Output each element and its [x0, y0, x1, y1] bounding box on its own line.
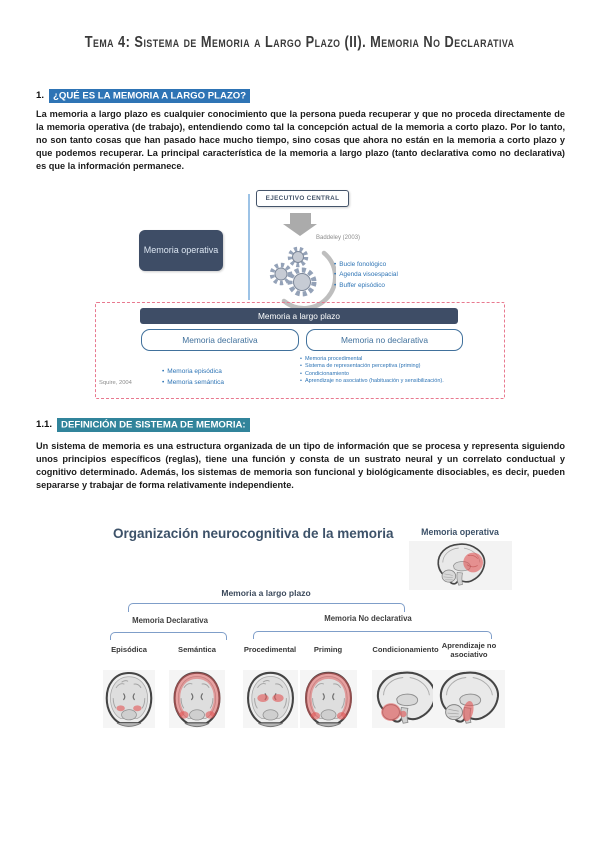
label-procedimental: Procedimental — [243, 645, 297, 654]
connector-line — [248, 194, 250, 300]
declarative-bracket — [110, 632, 227, 640]
ltm-label: Memoria a largo plazo — [221, 588, 311, 598]
brain-aprendizaje-no-asociativo-image — [433, 670, 505, 728]
brain-procedimental-image — [243, 670, 298, 728]
list-item: Agenda visoespacial — [334, 270, 398, 280]
nondeclarative-group-label: Memoria No declarativa — [324, 614, 412, 623]
page-title-text: Tema 4: Sistema de Memoria a Largo Plazo… — [85, 34, 515, 51]
down-arrow-icon — [290, 213, 311, 224]
diagram-citation: Baddeley (2003) — [316, 235, 361, 241]
down-arrow-head-icon — [283, 224, 317, 236]
working-memory-components-list: Bucle fonológico Agenda visoespacial Buf… — [334, 260, 398, 291]
section-1-number: 1. — [36, 90, 45, 101]
label-aprendizaje-no-asociativo: Aprendizaje no asociativo — [441, 641, 497, 659]
brain-coronal-episodica-icon — [105, 671, 153, 727]
brain-sagittal-operativa-icon — [436, 543, 485, 586]
diagram-source: Squire, 2004 — [99, 380, 132, 386]
brain-condicionamiento-image — [372, 670, 440, 728]
brain-coronal-procedimental-icon — [247, 671, 294, 728]
list-item: Condicionamiento — [300, 371, 485, 378]
ltm-dashed-frame — [95, 302, 505, 399]
central-executive-box: EJECUTIVO CENTRAL — [256, 190, 349, 207]
section-1-1-number: 1.1. — [36, 419, 53, 430]
working-memory-box: Memoria operativa — [139, 230, 223, 271]
page-title: Tema 4: Sistema de Memoria a Largo Plazo… — [0, 34, 600, 52]
section-1-paragraph: La memoria a largo plazo es cualquier co… — [36, 109, 565, 171]
list-item: Sistema de representación perceptiva (pr… — [300, 363, 485, 370]
brain-semantica-image — [169, 670, 225, 728]
working-memory-ltm-diagram: EJECUTIVO CENTRAL Baddeley (2003) Memori… — [0, 188, 600, 402]
neurocognitive-organization-figure: Organización neurocognitiva de la memori… — [0, 520, 600, 770]
gears-icon — [269, 246, 336, 309]
section-1-heading-highlight: ¿QUÉ ES LA MEMORIA A LARGO PLAZO? — [49, 88, 251, 103]
list-item: Memoria procedimental — [300, 356, 485, 363]
label-condicionamiento: Condicionamiento — [372, 645, 439, 654]
brain-operativa-image — [409, 541, 512, 590]
brain-sagittal-condicionamiento-icon — [376, 671, 437, 724]
brain-coronal-priming-icon — [305, 671, 352, 728]
ltm-title-bar: Memoria a largo plazo — [140, 308, 458, 324]
label-priming: Priming — [313, 645, 343, 654]
section-1-1-heading-highlight: DEFINICIÓN DE SISTEMA DE MEMORIA: — [57, 417, 250, 432]
list-item: Aprendizaje no asociativo (habituación y… — [300, 378, 485, 385]
list-item: Buffer episódico — [334, 281, 398, 291]
label-episodica: Episódica — [111, 645, 147, 654]
ltm-bracket — [128, 603, 405, 612]
list-item: Memoria episódica — [162, 367, 224, 378]
label-semantica: Semántica — [178, 645, 216, 654]
brain-coronal-semantica-icon — [173, 671, 221, 728]
nondeclarative-items-list: Memoria procedimental Sistema de represe… — [300, 356, 485, 386]
brain-sagittal-aprendizaje-icon — [439, 671, 500, 724]
list-item: Bucle fonológico — [334, 260, 398, 270]
section-1-1-paragraph: Un sistema de memoria es una estructura … — [36, 441, 565, 490]
section-1-heading: 1. ¿QUÉ ES LA MEMORIA A LARGO PLAZO? — [36, 88, 251, 103]
nondeclarative-bracket — [253, 631, 492, 639]
list-item: Memoria semántica — [162, 378, 224, 389]
declarative-items-list: Memoria episódica Memoria semántica — [162, 367, 224, 388]
brain-priming-image — [300, 670, 357, 728]
brain-episodica-image — [103, 670, 155, 728]
declarative-group-label: Memoria Declarativa — [132, 616, 208, 625]
declarative-memory-box: Memoria declarativa — [141, 329, 299, 351]
nondeclarative-memory-box: Memoria no declarativa — [306, 329, 463, 351]
operative-memory-label: Memoria operativa — [421, 527, 499, 537]
section-1-1-heading: 1.1. DEFINICIÓN DE SISTEMA DE MEMORIA: — [36, 417, 250, 432]
figure-title: Organización neurocognitiva de la memori… — [113, 526, 394, 541]
